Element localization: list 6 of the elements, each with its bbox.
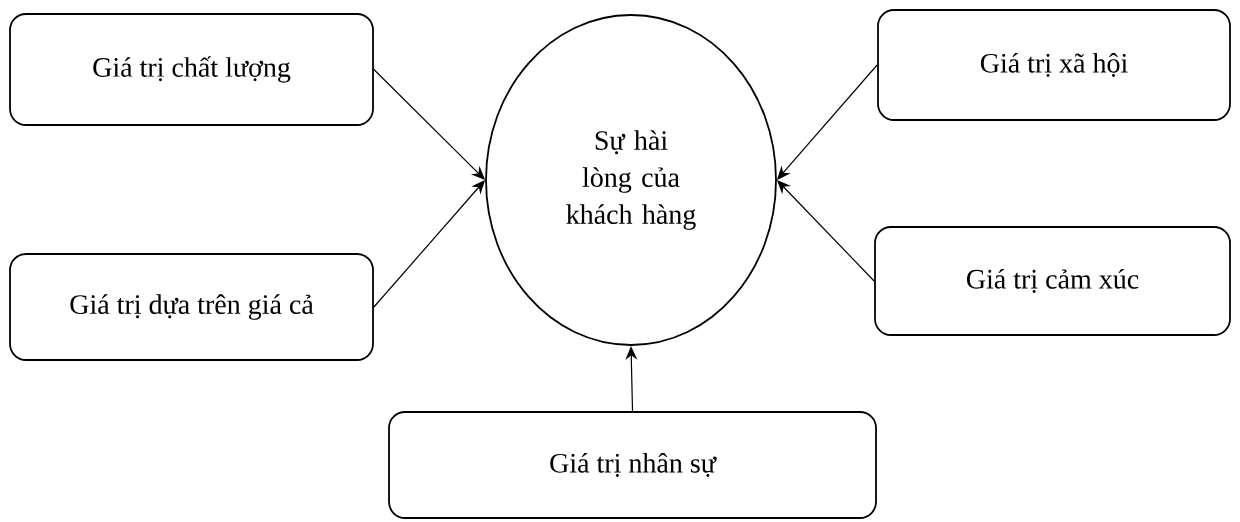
rounded-box: Giá trị cảm xúc (874, 226, 1231, 336)
rounded-box: Giá trị chất lượng (9, 13, 374, 126)
ellipse-node: Sự hài lòng của khách hàng (485, 14, 777, 346)
rounded-box: Giá trị nhân sự (388, 411, 877, 519)
rounded-box: Giá trị dựa trên giá cả (9, 253, 374, 361)
rounded-box: Giá trị xã hội (877, 9, 1231, 121)
